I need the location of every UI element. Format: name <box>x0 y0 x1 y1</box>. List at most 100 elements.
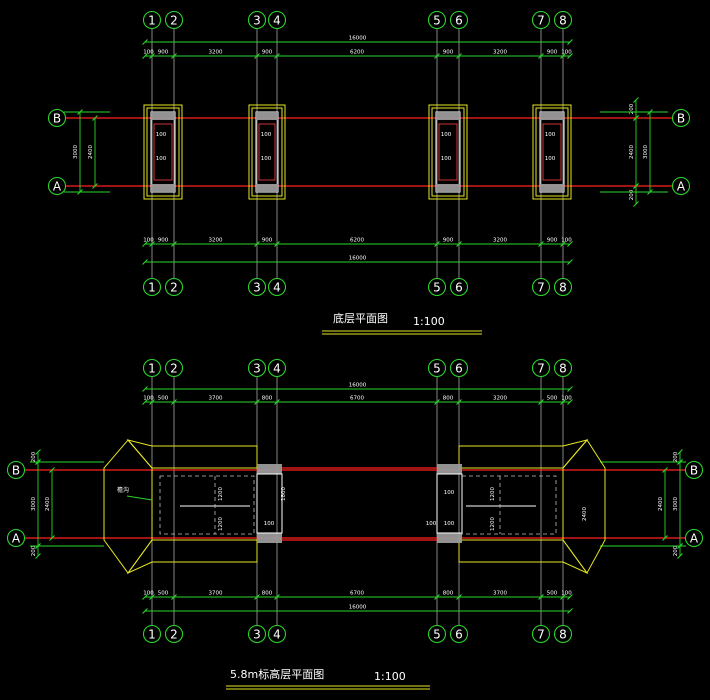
plan2-top-dims-tick-1 <box>149 399 155 405</box>
plan2-right-small-bot-text-0: 200 <box>673 545 679 556</box>
plan2-bottom-dims-tick-9 <box>567 594 573 600</box>
plan1-top-bubble-5-label: 5 <box>433 14 441 28</box>
plan2-bottom-bubble-2-label: 2 <box>170 628 178 642</box>
plan2-bottom-bubble-8-circle <box>553 624 573 644</box>
plan1-column-rebar-bot-2 <box>256 184 278 192</box>
plan2-top-bubble-6: 6 <box>449 358 469 378</box>
plan2-top-bubble-6-circle <box>449 358 469 378</box>
plan2-left-roof-bot <box>126 539 258 575</box>
plan1-top-bubble-5: 5 <box>427 10 447 30</box>
plan2-bottom-bubble-6-label: 6 <box>455 628 463 642</box>
plan2-left-roof-dash <box>159 475 255 535</box>
plan2-bottom-bubble-4-circle <box>267 624 287 644</box>
plan2-bottom-bubble-2-circle <box>164 624 184 644</box>
plan1-bottom-dims-tick-8 <box>560 241 566 247</box>
plan1-top-bubble-1-label: 1 <box>148 14 156 28</box>
plan1-column-outer-1 <box>143 104 183 200</box>
plan2-top-dims-tick-6 <box>456 399 462 405</box>
plan2-bottom-bubble-6-circle <box>449 624 469 644</box>
plan1-bottom-dims-tick-4 <box>274 241 280 247</box>
plan2-left-bubble-B: B <box>6 460 26 480</box>
plan2-left-bubble-A-label: A <box>12 532 21 546</box>
plan1-right-small-top-text-0: 200 <box>629 103 635 114</box>
plan2-left-inner-dim-1: 1200 <box>218 487 224 501</box>
plan2-top-dims-tick-7 <box>538 399 544 405</box>
plan1-top-dims-tick-7 <box>538 53 544 59</box>
plan1-top-bubble-6: 6 <box>449 10 469 30</box>
plan1-bottom-dims-tick-0 <box>142 241 148 247</box>
plan1-top-bubble-3: 3 <box>247 10 267 30</box>
plan1-top-bubble-2-circle <box>164 10 184 30</box>
plan1-top-dims-tick-4 <box>274 53 280 59</box>
plan1-bottom-dims-tick-7 <box>538 241 544 247</box>
plan1-bottom-dims-text-5: 900 <box>443 238 454 244</box>
plan1-top-dims-tick-2 <box>171 53 177 59</box>
plan1-left-bubble-B: B <box>47 108 67 128</box>
plan1-bottom-dims-text-3: 900 <box>262 238 273 244</box>
plan1-bottom-bubble-7-circle <box>531 277 551 297</box>
plan1-bottom-bubble-2-circle <box>164 277 184 297</box>
plan2-bottom-bubble-3-label: 3 <box>253 628 261 642</box>
plan2-bottom-dims-tick-0 <box>142 594 148 600</box>
plan1-bottom-bubble-7: 7 <box>531 277 551 297</box>
plan2-left-dim-inner-tick-0 <box>49 467 55 473</box>
plan1-right-small-bot: 200 <box>629 183 639 207</box>
plan1-left-dim-outer-text-0: 3000 <box>73 145 79 159</box>
plan2-right-dim-inner-tick-1 <box>662 535 668 541</box>
plan1-right-bubble-B: B <box>671 108 691 128</box>
plan1-column-core-3 <box>438 123 458 181</box>
plan2-bottom-dims-text-7: 500 <box>547 591 558 597</box>
plan2-top-bubble-8: 8 <box>553 358 573 378</box>
plan2-top-bubble-2-circle <box>164 358 184 378</box>
plan2-top-bubble-3-label: 3 <box>253 362 261 376</box>
plan2-left-inner-dim-2: 1200 <box>218 517 224 531</box>
plan1-top-bubble-2-label: 2 <box>170 14 178 28</box>
plan2-right-small-bot-tick-1 <box>677 553 683 559</box>
plan2-top-bubble-1-label: 1 <box>148 362 156 376</box>
plan1-bottom-bubble-3-label: 3 <box>253 281 261 295</box>
plan1-top-bubble-2: 2 <box>164 10 184 30</box>
plan2-right-dim-inner: 2400 <box>658 467 668 541</box>
plan2-bottom-dims-text-5: 800 <box>443 591 454 597</box>
plan1-bottom-dims-text-4: 6200 <box>350 238 364 244</box>
plan2-bottom-dims-text-1: 500 <box>158 591 169 597</box>
plan1-column-dim-a-2: 100 <box>261 132 272 138</box>
plan1-left-dim-inner-tick-0 <box>92 115 98 121</box>
plan1-right-dim-outer-text-0: 3000 <box>643 145 649 159</box>
plan2-right-col-dim-1: 100 <box>444 490 455 496</box>
plan2-gutter-note: 檐沟 <box>117 486 129 494</box>
plan1-column-rebar-bot-4 <box>540 184 564 192</box>
plan2-top-bubble-1-circle <box>142 358 162 378</box>
plan2-top-dims-tick-2 <box>171 399 177 405</box>
plan1-column-rebar-top-3 <box>436 112 460 120</box>
plan1-left-bubble-A-label: A <box>53 180 62 194</box>
plan2-top-dims-text-1: 500 <box>158 396 169 402</box>
plan2-left-small-bot-text-0: 200 <box>31 545 37 556</box>
plan2-bottom-dims-tick-2 <box>171 594 177 600</box>
plan2-right-col-dim-2: 100 <box>444 521 455 527</box>
plan1-top-bubble-1-circle <box>142 10 162 30</box>
plan1-top-bubble-3-circle <box>247 10 267 30</box>
plan1-top-dims-text-8: 100 <box>561 50 572 56</box>
plan1-column-outer-3 <box>428 104 468 200</box>
plan1-top-dims-tick-0 <box>142 53 148 59</box>
plan2-right-col-body <box>436 473 463 534</box>
plan1-top-dims-tick-1 <box>149 53 155 59</box>
plan2-right-roof-end <box>562 439 606 574</box>
plan2-bottom-overall: 16000 <box>142 605 573 614</box>
plan2-right-small-top-tick-0 <box>677 449 683 455</box>
plan2-left-col-dim-v: 1800 <box>281 487 287 501</box>
plan2-top-dims-text-0: 100 <box>143 396 154 402</box>
plan2-right-bubble-B-circle <box>684 460 704 480</box>
plan1-top-overall-text-0: 16000 <box>349 36 367 42</box>
plan1-column-dim-a-3: 100 <box>441 132 452 138</box>
plan2-bottom-bubble-2: 2 <box>164 624 184 644</box>
plan1-column-dim-a-4: 100 <box>545 132 556 138</box>
plan2-right-roof-top <box>458 439 589 469</box>
plan1-right-small-top: 200 <box>629 97 639 121</box>
plan1-top-overall-tick-0 <box>142 39 148 45</box>
